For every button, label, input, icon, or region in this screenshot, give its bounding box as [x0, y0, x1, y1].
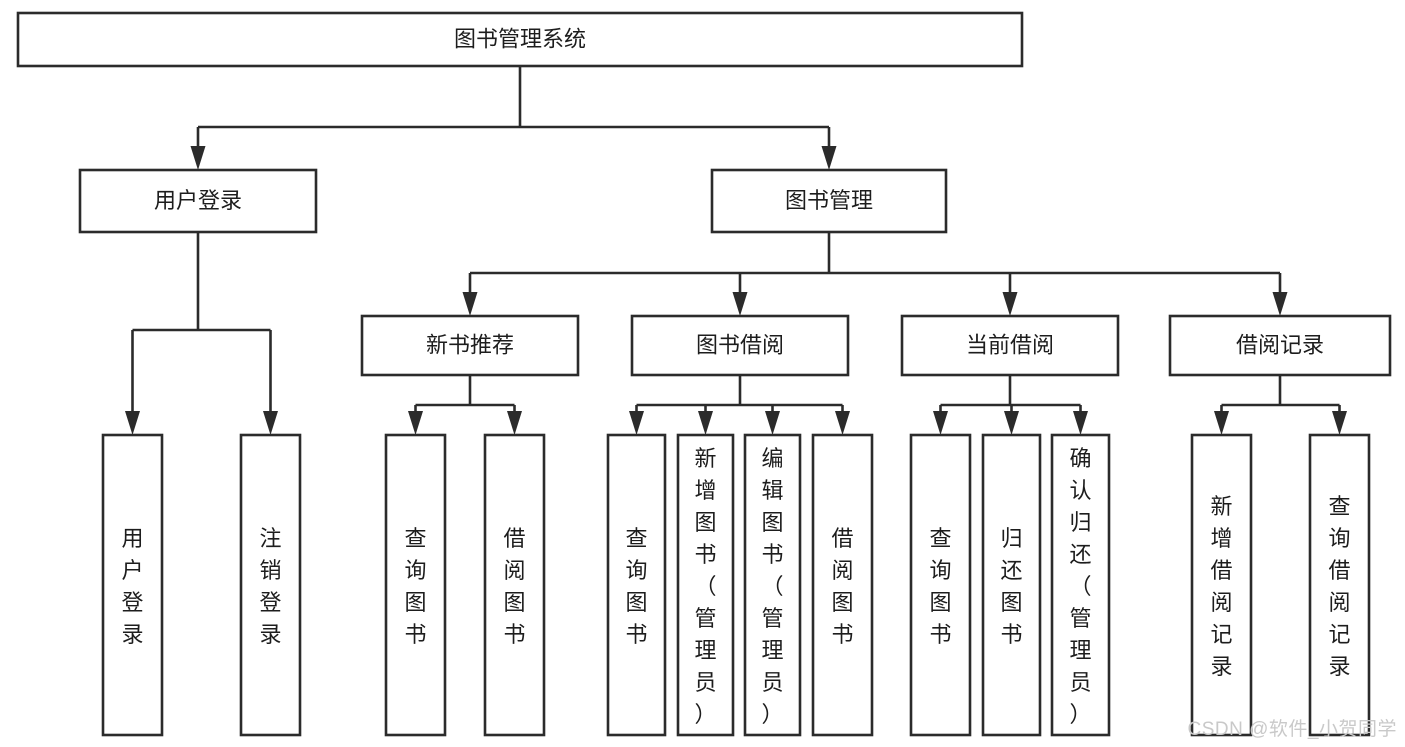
node-box	[483, 433, 546, 737]
node-label: 用户登录	[154, 188, 242, 213]
node-label: 新增借阅记录	[1210, 494, 1232, 679]
node-box	[101, 433, 164, 737]
node-root: 图书管理系统	[16, 11, 1024, 68]
node-box	[78, 168, 318, 234]
node-box	[811, 433, 874, 737]
node-leaf_2: 查询图书	[384, 433, 447, 737]
node-label: 当前借阅	[966, 332, 1054, 357]
node-box	[1050, 433, 1111, 737]
node-leaf_0: 用户登录	[101, 433, 164, 737]
node-l2_1: 图书管理	[710, 168, 948, 234]
node-leaf_12: 查询借阅记录	[1308, 433, 1371, 737]
node-box	[1168, 314, 1392, 377]
node-label: 注销登录	[259, 526, 281, 647]
node-label: 用户登录	[121, 526, 143, 647]
node-box	[16, 11, 1024, 68]
node-box	[384, 433, 447, 737]
node-box	[981, 433, 1042, 737]
node-box	[630, 314, 850, 377]
node-leaf_5: 新增图书（管理员）	[676, 433, 735, 737]
node-label: 归还图书	[1000, 526, 1022, 647]
node-box	[239, 433, 302, 737]
node-label: 编辑图书（管理员）	[761, 446, 783, 727]
node-leaf_1: 注销登录	[239, 433, 302, 737]
node-box	[900, 314, 1120, 377]
node-label: 新增图书（管理员）	[694, 446, 716, 727]
node-label: 图书管理系统	[454, 26, 586, 51]
node-leaf_9: 归还图书	[981, 433, 1042, 737]
node-l2_0: 用户登录	[78, 168, 318, 234]
node-box	[676, 433, 735, 737]
node-leaf_11: 新增借阅记录	[1190, 433, 1253, 737]
node-box	[710, 168, 948, 234]
node-box	[743, 433, 802, 737]
node-leaf_8: 查询图书	[909, 433, 972, 737]
node-l3_2: 当前借阅	[900, 314, 1120, 377]
node-label: 图书管理	[785, 188, 873, 213]
node-label: 确认归还（管理员）	[1069, 446, 1091, 727]
node-label: 查询图书	[929, 526, 951, 647]
node-leaf_7: 借阅图书	[811, 433, 874, 737]
node-label: 查询图书	[404, 526, 426, 647]
node-label: 查询图书	[625, 526, 647, 647]
node-label: 借阅图书	[503, 526, 525, 647]
node-leaf_3: 借阅图书	[483, 433, 546, 737]
node-l3_1: 图书借阅	[630, 314, 850, 377]
node-label: 图书借阅	[696, 332, 784, 357]
node-box	[1308, 433, 1371, 737]
node-leaf_4: 查询图书	[606, 433, 667, 737]
node-l3_0: 新书推荐	[360, 314, 580, 377]
node-label: 查询借阅记录	[1328, 494, 1350, 679]
node-leaf_6: 编辑图书（管理员）	[743, 433, 802, 737]
node-box	[606, 433, 667, 737]
node-box	[360, 314, 580, 377]
node-box	[909, 433, 972, 737]
node-l3_3: 借阅记录	[1168, 314, 1392, 377]
node-label: 新书推荐	[426, 332, 514, 357]
node-box	[1190, 433, 1253, 737]
node-label: 借阅记录	[1236, 332, 1324, 357]
node-leaf_10: 确认归还（管理员）	[1050, 433, 1111, 737]
node-label: 借阅图书	[831, 526, 853, 647]
